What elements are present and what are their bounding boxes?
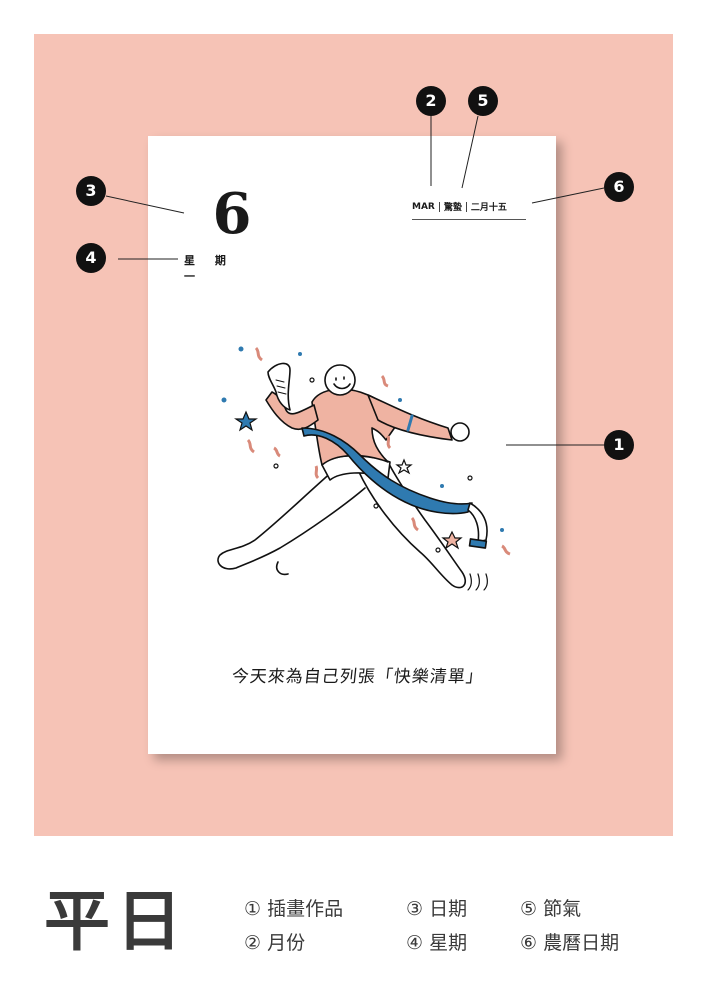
leader-lines — [105, 115, 605, 446]
leader-line-3 — [105, 195, 185, 214]
runner-left-arm — [265, 391, 319, 431]
legend-number: ① — [244, 898, 262, 920]
runner-head — [324, 364, 356, 396]
marker-1: 1 — [604, 430, 634, 460]
runner-front-leg — [357, 461, 467, 589]
legend-number: ⑤ — [520, 898, 538, 920]
legend-number: ⑥ — [520, 932, 538, 954]
legend-label: 月份 — [267, 932, 306, 954]
divider — [438, 201, 440, 212]
star-icon — [234, 410, 463, 550]
marker-6: 6 — [604, 172, 634, 202]
leader-line-5 — [461, 115, 479, 189]
confetti-icon — [221, 346, 511, 556]
weekday: 星 期 一 — [184, 254, 234, 283]
marker-4: 4 — [76, 243, 106, 273]
runner-back-leg — [217, 469, 366, 570]
header-rule — [412, 219, 526, 220]
legend-label: 插畫作品 — [267, 898, 344, 920]
legend-label: 節氣 — [543, 898, 582, 920]
legend-item-2: ② 月份 — [244, 928, 305, 955]
runner-right-fist — [450, 422, 470, 442]
legend-number: ② — [244, 932, 262, 954]
divider — [465, 201, 467, 212]
month: MAR — [412, 201, 435, 212]
leader-line-6 — [531, 187, 605, 204]
legend-number: ③ — [406, 898, 424, 920]
legend-item-5: ⑤ 節氣 — [520, 894, 581, 921]
legend-label: 農曆日期 — [543, 932, 620, 954]
illustration-caption: 今天來為自己列張「快樂清單」 — [230, 667, 485, 687]
legend-label: 日期 — [429, 898, 468, 920]
solar-term: 驚蟄 — [443, 203, 462, 213]
legend-item-1: ① 插畫作品 — [244, 894, 343, 921]
calendar-header: MAR 驚蟄 二月十五 — [412, 200, 526, 213]
lunar-date: 二月十五 — [470, 203, 507, 213]
legend-item-6: ⑥ 農曆日期 — [520, 928, 619, 955]
day-number: 6 — [212, 181, 252, 247]
legend-item-4: ④ 星期 — [406, 928, 467, 955]
legend-item-3: ③ 日期 — [406, 894, 467, 921]
footer-title: 平日 — [44, 882, 188, 960]
marker-3: 3 — [76, 176, 106, 206]
legend-label: 星期 — [429, 932, 468, 954]
marker-2: 2 — [416, 86, 446, 116]
runner-right-arm — [367, 394, 453, 441]
marker-5: 5 — [468, 86, 498, 116]
runner-illustration — [217, 362, 488, 591]
legend-number: ④ — [406, 932, 424, 954]
